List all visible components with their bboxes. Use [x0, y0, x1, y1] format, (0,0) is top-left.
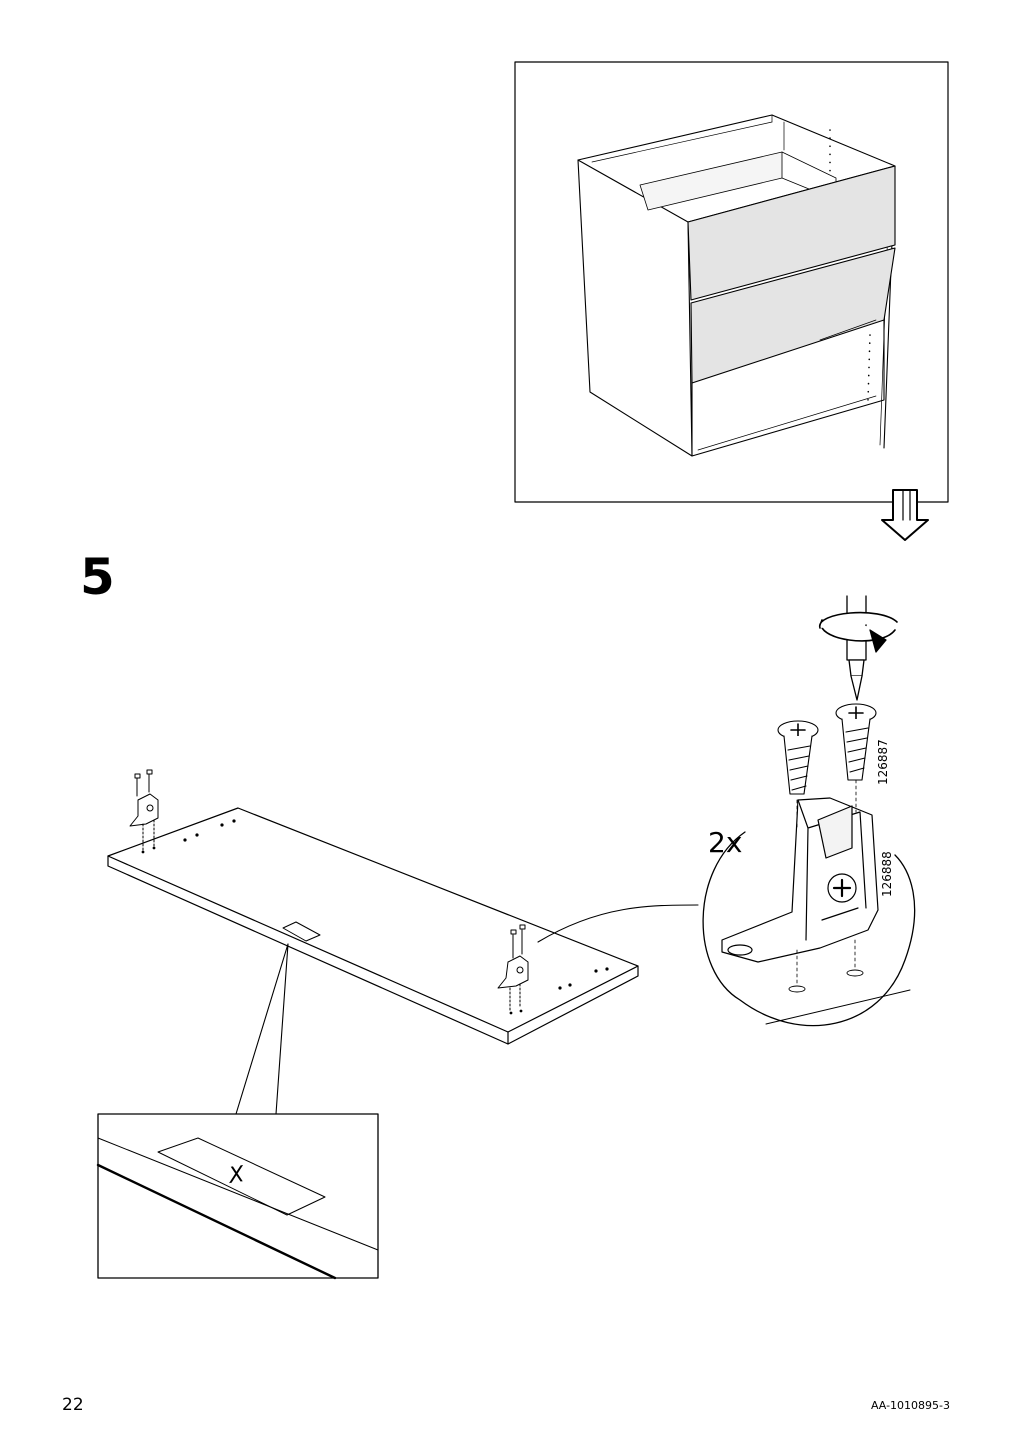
quantity-label: 2x — [708, 826, 743, 859]
detail-mark: X — [227, 1162, 246, 1189]
screwdriver-icon — [819, 595, 898, 701]
bracket-part-number: 126888 — [880, 851, 894, 897]
screw-part-number: 126887 — [876, 739, 890, 785]
panel-assembly — [107, 769, 699, 1045]
bracket-detail — [702, 703, 916, 1027]
marking-detail — [96, 943, 379, 1280]
document-code: AA-1010895-3 — [870, 1399, 950, 1412]
step-number: 5 — [80, 548, 115, 606]
cabinet-preview — [514, 61, 949, 503]
flip-arrow-icon — [881, 489, 929, 541]
page-number: 22 — [62, 1395, 84, 1415]
